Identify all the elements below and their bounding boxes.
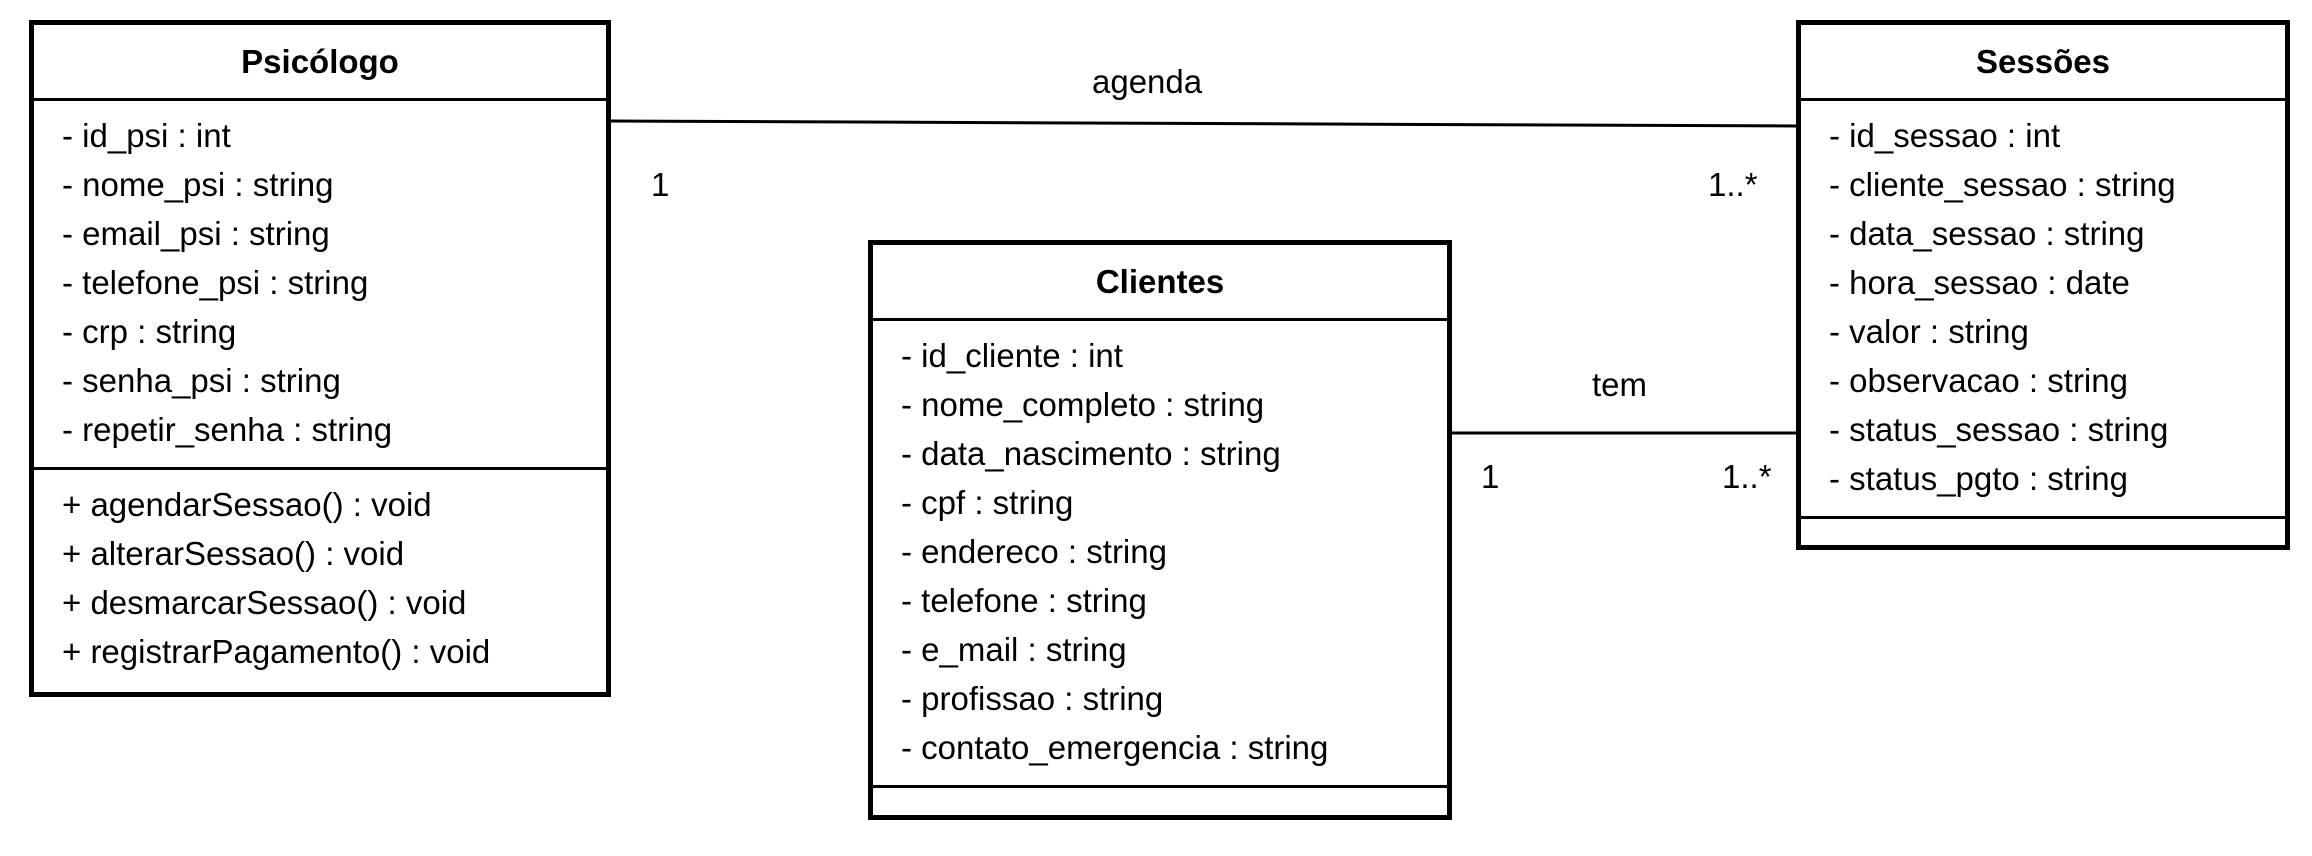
association-label-agenda: agenda	[1092, 63, 1203, 100]
class-name: Sessões	[1801, 25, 2285, 101]
attributes-compartment: - id_cliente : int - nome_completo : str…	[873, 321, 1447, 788]
attribute: - data_nascimento : string	[901, 435, 1281, 472]
attribute: - email_psi : string	[62, 215, 330, 252]
attribute: - valor : string	[1829, 313, 2029, 350]
class-name: Clientes	[873, 245, 1447, 321]
attribute: - e_mail : string	[901, 631, 1127, 668]
attribute: - cliente_sessao : string	[1829, 166, 2176, 203]
attribute: - hora_sessao : date	[1829, 264, 2130, 301]
multiplicity-tem-target: 1..*	[1722, 458, 1772, 495]
attribute: - status_sessao : string	[1829, 411, 2169, 448]
attribute: - cpf : string	[901, 484, 1074, 521]
operations-compartment: + agendarSessao() : void + alterarSessao…	[34, 470, 606, 692]
attributes-compartment: - id_psi : int - nome_psi : string - ema…	[34, 101, 606, 470]
multiplicity-agenda-source: 1	[651, 166, 670, 203]
attribute: - data_sessao : string	[1829, 215, 2145, 252]
class-psicologo[interactable]: Psicólogo - id_psi : int - nome_psi : st…	[29, 20, 611, 697]
attribute: - crp : string	[62, 313, 237, 350]
association-line-agenda	[610, 119, 1797, 128]
attribute: - telefone : string	[901, 582, 1147, 619]
attribute: - endereco : string	[901, 533, 1167, 570]
class-clientes[interactable]: Clientes - id_cliente : int - nome_compl…	[868, 240, 1452, 820]
attribute: - id_psi : int	[62, 117, 231, 154]
operations-compartment	[873, 788, 1447, 818]
multiplicity-agenda-target: 1..*	[1708, 166, 1758, 203]
operations-compartment	[1801, 519, 2285, 549]
attribute: - contato_emergencia : string	[901, 729, 1329, 766]
operation: + alterarSessao() : void	[62, 535, 405, 572]
attribute: - repetir_senha : string	[62, 411, 393, 448]
attribute: - id_cliente : int	[901, 337, 1123, 374]
attribute: - telefone_psi : string	[62, 264, 369, 301]
class-name: Psicólogo	[34, 25, 606, 101]
attribute: - profissao : string	[901, 680, 1164, 717]
multiplicity-tem-source: 1	[1481, 458, 1500, 495]
operation: + registrarPagamento() : void	[62, 633, 491, 670]
attributes-compartment: - id_sessao : int - cliente_sessao : str…	[1801, 101, 2285, 519]
operation: + agendarSessao() : void	[62, 486, 432, 523]
class-sessoes[interactable]: Sessões - id_sessao : int - cliente_sess…	[1796, 20, 2290, 550]
association-label-tem: tem	[1592, 366, 1648, 403]
attribute: - nome_psi : string	[62, 166, 334, 203]
operation: + desmarcarSessao() : void	[62, 584, 467, 621]
attribute: - observacao : string	[1829, 362, 2128, 399]
attribute: - senha_psi : string	[62, 362, 341, 399]
attribute: - status_pgto : string	[1829, 460, 2128, 497]
attribute: - nome_completo : string	[901, 386, 1265, 423]
attribute: - id_sessao : int	[1829, 117, 2061, 154]
